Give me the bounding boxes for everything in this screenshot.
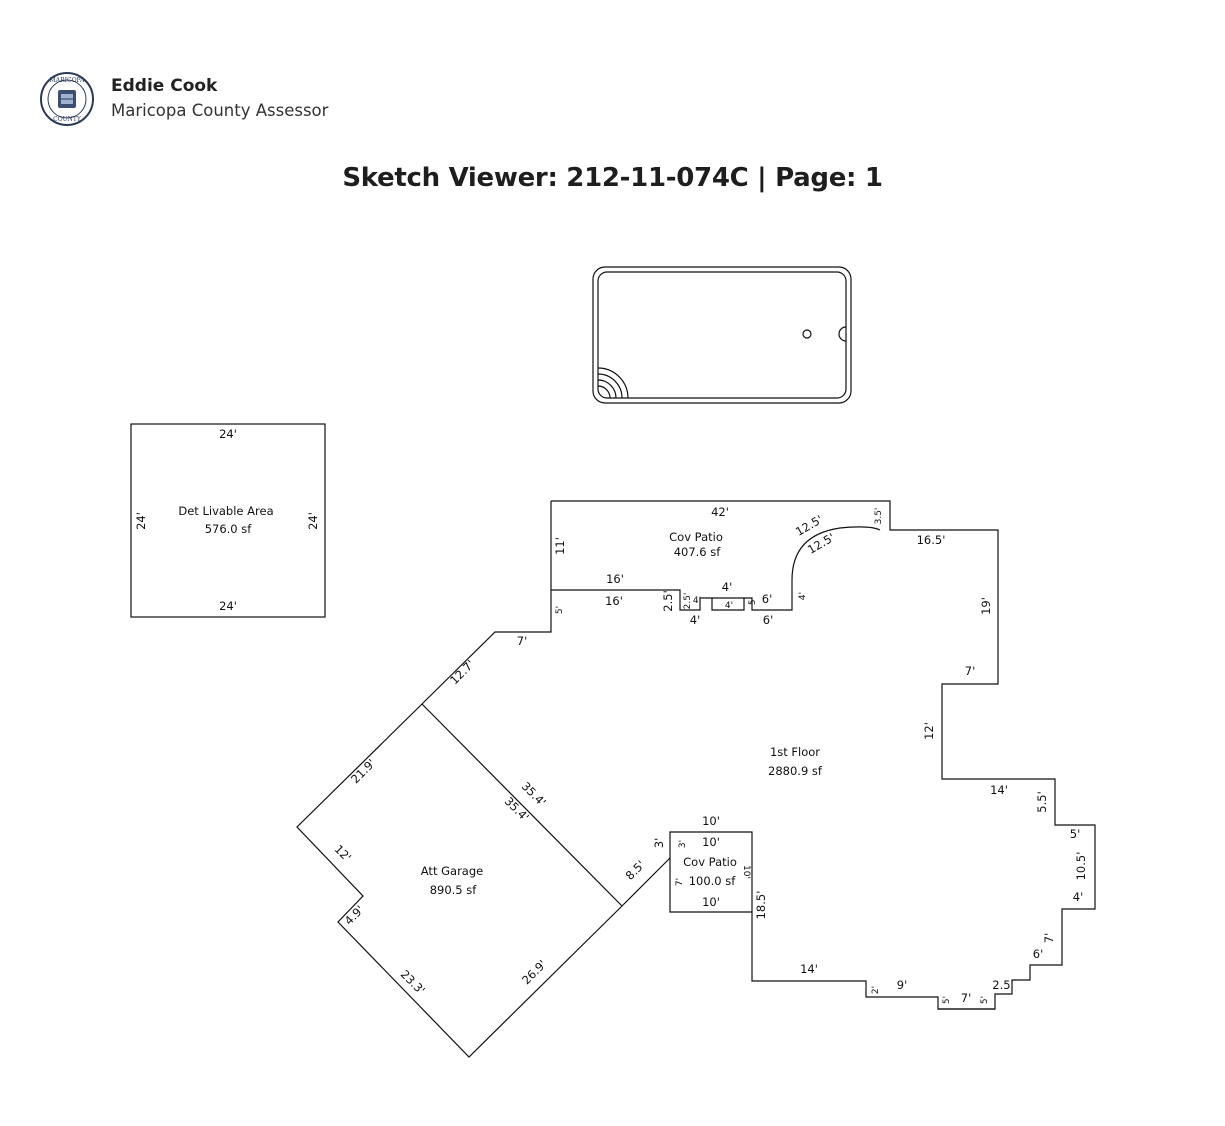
cov-patio-name: Cov Patio	[669, 530, 723, 544]
dim-label: 4'	[722, 580, 732, 594]
dim-label: 3.5'	[874, 508, 884, 525]
first-floor-name: 1st Floor	[770, 745, 820, 759]
dim-label: 12'	[332, 842, 354, 864]
dim-label: 4'	[798, 592, 808, 600]
seal-text-top: MARICOPA	[50, 77, 85, 84]
dim-label: 4.9'	[342, 903, 367, 928]
first-floor-size: 2880.9 sf	[768, 764, 823, 778]
det-area-name: Det Livable Area	[178, 504, 273, 518]
dim-label: 24'	[306, 512, 320, 530]
dim-label: 4'	[690, 613, 700, 627]
dim-label: 4'	[1073, 890, 1083, 904]
dim-label: 4'	[693, 596, 701, 606]
dim-label: 21.9'	[348, 756, 378, 786]
dim-label: 3'	[678, 840, 688, 848]
dim-label: 6'	[762, 592, 772, 606]
dim-label: 5'	[1070, 827, 1080, 841]
dim-label: 16'	[605, 594, 623, 608]
dim-label: 12.5'	[805, 530, 837, 557]
garage-name: Att Garage	[421, 864, 483, 878]
dim-label: 10'	[702, 835, 720, 849]
dim-label: 10'	[702, 814, 720, 828]
dim-label: 2.5'	[683, 593, 693, 610]
assessor-header: MARICOPA COUNTY Eddie Cook Maricopa Coun…	[40, 72, 328, 126]
dim-label: 5'	[748, 597, 758, 605]
dim-label: 7'	[961, 991, 971, 1005]
pool-shape	[592, 266, 852, 404]
dim-label: 2.5'	[992, 978, 1013, 992]
det-area-size: 576.0 sf	[205, 522, 253, 536]
dim-label: 2.5'	[661, 590, 675, 611]
county-seal-icon: MARICOPA COUNTY	[40, 72, 94, 126]
dim-label: 6'	[1033, 947, 1043, 961]
dim-label: 4'	[725, 601, 733, 611]
garage-size: 890.5 sf	[430, 883, 478, 897]
dim-label: 16.5'	[917, 533, 946, 547]
dim-label: 5'	[942, 996, 952, 1004]
dim-label: 9'	[897, 978, 907, 992]
dim-label: 6'	[763, 613, 773, 627]
dim-label: 11'	[553, 537, 567, 555]
main-structure	[296, 500, 1096, 1058]
dim-label: 10.5'	[1074, 852, 1088, 881]
dim-label: 5.5'	[1035, 791, 1049, 812]
dim-label: 24'	[219, 599, 237, 613]
dim-label: 7'	[1042, 933, 1056, 943]
assessor-name: Eddie Cook	[111, 76, 218, 96]
dim-label: 12.7'	[447, 657, 477, 687]
dim-label: 10'	[741, 865, 751, 879]
assessor-organization: Maricopa County Assessor	[111, 101, 329, 120]
dim-label: 14'	[990, 783, 1008, 797]
dim-label: 5'	[980, 996, 990, 1004]
dim-label: 7'	[965, 664, 975, 678]
dim-label: 14'	[800, 962, 818, 976]
dim-label: 2'	[871, 986, 881, 994]
dim-label: 23.3'	[398, 967, 428, 997]
dim-label: 12'	[922, 722, 936, 740]
det-livable-area: Det Livable Area 576.0 sf 24' 24' 24' 24…	[130, 423, 326, 618]
dim-label: 24'	[134, 512, 148, 530]
page-title: Sketch Viewer: 212-11-074C | Page: 1	[342, 163, 883, 193]
cov-patio-size: 407.6 sf	[674, 545, 722, 559]
dim-label: 7'	[517, 634, 527, 648]
dim-label: 24'	[219, 427, 237, 441]
dim-label: 10'	[702, 895, 720, 909]
dim-label: 8.5'	[623, 858, 648, 883]
dim-label: 16'	[606, 572, 624, 586]
dim-label: 7'	[675, 878, 685, 886]
cov-patio-small-name: Cov Patio	[683, 855, 737, 869]
dim-label: 3'	[652, 838, 666, 848]
dim-label: 35.4'	[502, 794, 532, 824]
dim-label: 19'	[979, 597, 993, 615]
seal-text-bottom: COUNTY	[53, 116, 82, 123]
cov-patio-small-size: 100.0 sf	[689, 874, 737, 888]
dim-label: 5'	[555, 606, 565, 614]
dim-label: 42'	[711, 505, 729, 519]
dim-label: 18.5'	[754, 891, 768, 920]
